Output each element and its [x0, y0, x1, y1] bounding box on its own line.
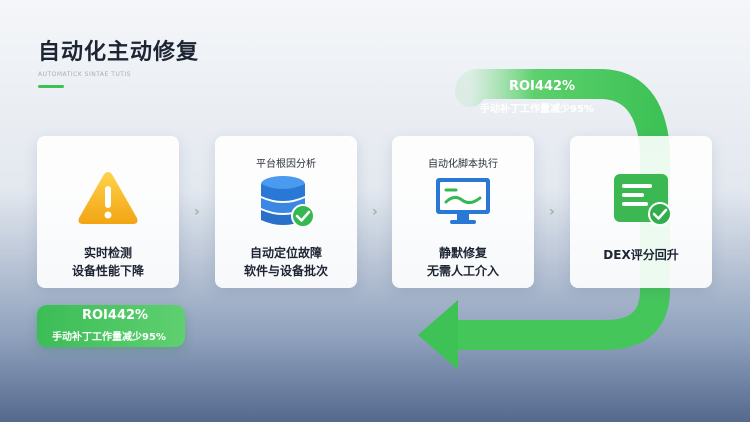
step-3-line-2: 无需人工介入	[426, 264, 499, 278]
title-underline	[38, 85, 64, 88]
step-4-text: DEX评分回升	[570, 246, 712, 264]
roi-bottom-pill	[37, 305, 185, 347]
warning-icon	[78, 172, 138, 224]
roi-bottom-value: ROI442%	[82, 308, 149, 323]
step-2-text: 自动定位故障 软件与设备批次	[215, 244, 357, 280]
loop-arrow-top	[455, 69, 670, 185]
step-3-top-label: 自动化脚本执行	[428, 159, 498, 170]
step-3-line-1: 静默修复	[438, 246, 487, 260]
step-3-text: 静默修复 无需人工介入	[392, 244, 534, 280]
step-1-line-1: 实时检测	[83, 246, 132, 260]
page-title: 自动化主动修复	[38, 40, 200, 65]
step-4-line-1: DEX评分回升	[603, 248, 679, 262]
roi-bottom-desc: 手动补丁工作量减少95%	[52, 332, 166, 343]
step-1-line-2: 设备性能下降	[71, 264, 144, 278]
step-2-line-1: 自动定位故障	[249, 246, 322, 260]
page-subtitle: AUTOMATICK SINTAE TUTIS	[38, 71, 132, 78]
chevron-right-icon: ›	[194, 204, 200, 220]
step-1-text: 实时检测 设备性能下降	[37, 244, 179, 280]
roi-top-desc: 手动补丁工作量减少95%	[480, 104, 594, 115]
roi-top-value: ROI442%	[509, 79, 576, 94]
loop-arrow-right	[450, 150, 670, 350]
step-card-execute: 自动化脚本执行 静默修复 无需人工介入	[392, 136, 534, 288]
monitor-icon	[436, 178, 490, 224]
chevron-right-icon: ›	[549, 204, 555, 220]
database-check-icon	[261, 176, 315, 228]
step-card-analyze: 平台根因分析 自动定位故障 软件与设备批次	[215, 136, 357, 288]
step-card-detect: 实时检测 设备性能下降	[37, 136, 179, 288]
loop-arrow-head	[418, 300, 458, 370]
step-2-top-label: 平台根因分析	[256, 159, 316, 170]
step-2-line-2: 软件与设备批次	[243, 264, 328, 278]
step-card-dex: DEX评分回升	[570, 136, 712, 288]
document-check-icon	[614, 174, 672, 226]
chevron-right-icon: ›	[372, 204, 378, 220]
